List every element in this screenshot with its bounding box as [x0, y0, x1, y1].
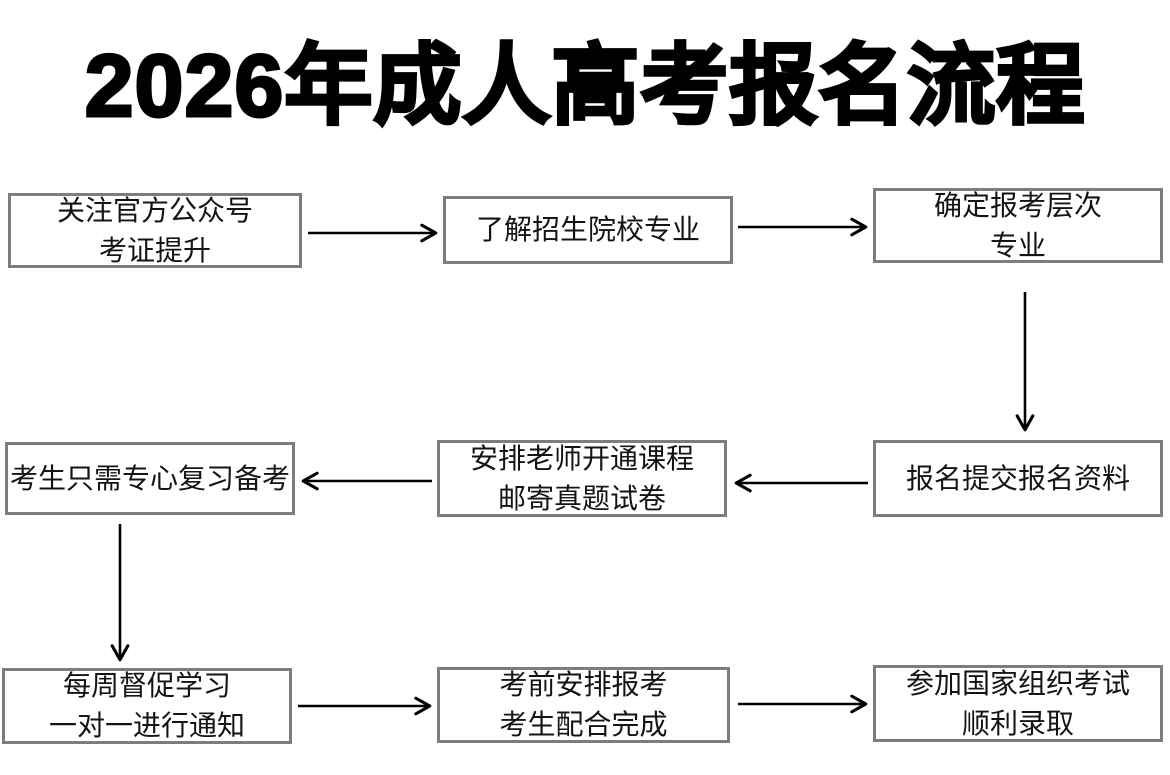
flow-step-6: 考生只需专心复习备考	[5, 442, 295, 515]
flow-step-2: 了解招生院校专业	[443, 196, 733, 264]
flow-step-9: 参加国家组织考试 顺利录取	[873, 665, 1163, 742]
step-line: 邮寄真题试卷	[497, 482, 666, 514]
step-line: 报名提交报名资料	[905, 462, 1130, 494]
step-line: 考生配合完成	[499, 709, 668, 740]
step-line: 顺利录取	[961, 707, 1074, 739]
step-line: 确定报考层次	[933, 189, 1102, 221]
step-line: 考生只需专心复习备考	[9, 462, 290, 494]
flow-step-3: 确定报考层次 专业	[873, 188, 1163, 263]
step-line: 参加国家组织考试	[905, 667, 1130, 699]
flow-step-7: 每周督促学习 一对一进行通知	[2, 668, 292, 744]
step-line: 考前安排报考	[499, 669, 668, 700]
step-line: 安排老师开通课程	[469, 442, 694, 474]
step-line: 了解招生院校专业	[475, 214, 700, 245]
flow-step-1: 关注官方公众号 考证提升	[8, 193, 302, 268]
page-title: 2026年成人高考报名流程	[83, 35, 1086, 137]
step-line: 考证提升	[98, 234, 211, 266]
flow-step-8: 考前安排报考 考生配合完成	[437, 667, 730, 743]
flow-step-5: 安排老师开通课程 邮寄真题试卷	[437, 440, 727, 517]
step-line: 一对一进行通知	[48, 710, 245, 741]
step-line: 专业	[989, 229, 1046, 261]
step-line: 每周督促学习	[62, 670, 231, 701]
step-line: 关注官方公众号	[56, 194, 253, 226]
flow-step-4: 报名提交报名资料	[873, 440, 1163, 517]
